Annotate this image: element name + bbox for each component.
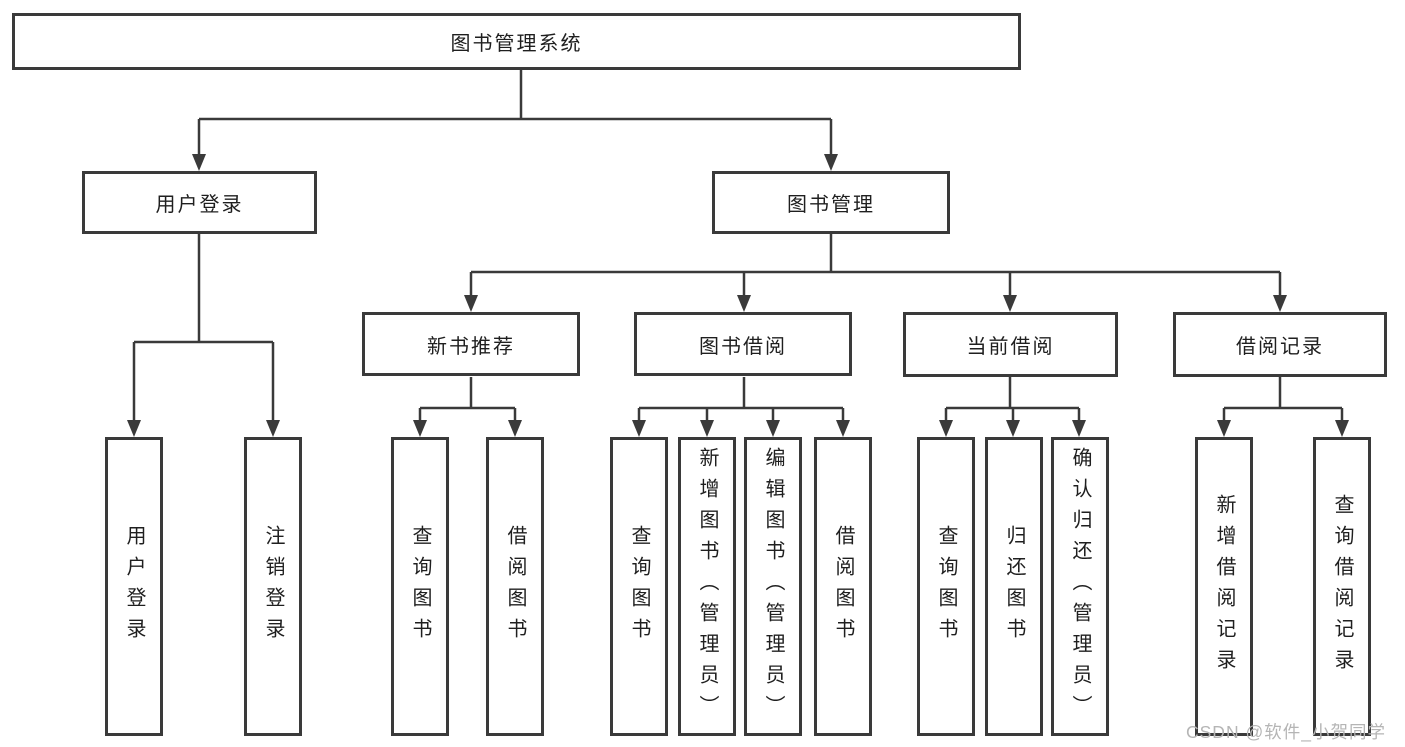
leaf-borrow-books-recommend: 借阅图书 xyxy=(486,437,544,736)
node-label: 图书借阅 xyxy=(699,335,787,358)
leaf-add-borrow-record: 新增借阅记录 xyxy=(1195,437,1253,736)
node-label: 图书管理 xyxy=(787,194,875,216)
leaf-label: 查询图书 xyxy=(409,524,431,649)
leaf-label: 新增图书（管理员） xyxy=(696,447,718,726)
node-book-management: 图书管理 xyxy=(712,171,950,234)
leaf-add-books-admin: 新增图书（管理员） xyxy=(678,437,736,736)
leaf-return-books: 归还图书 xyxy=(985,437,1043,736)
leaf-edit-books-admin: 编辑图书（管理员） xyxy=(744,437,802,736)
watermark: CSDN @软件_小贺同学 xyxy=(1186,722,1386,742)
leaf-label: 归还图书 xyxy=(1003,524,1025,649)
leaf-confirm-return-admin: 确认归还（管理员） xyxy=(1051,437,1109,736)
leaf-query-books-current: 查询图书 xyxy=(917,437,975,736)
leaf-label: 借阅图书 xyxy=(832,524,854,649)
leaf-query-books-recommend: 查询图书 xyxy=(391,437,449,736)
node-user-login: 用户登录 xyxy=(82,171,317,234)
leaf-user-login: 用户登录 xyxy=(105,437,163,736)
leaf-label: 新增借阅记录 xyxy=(1213,493,1235,680)
leaf-borrow-books: 借阅图书 xyxy=(814,437,872,736)
leaf-label: 用户登录 xyxy=(123,524,145,649)
node-book-borrow: 图书借阅 xyxy=(634,312,852,376)
node-label: 借阅记录 xyxy=(1236,336,1324,358)
node-label: 图书管理系统 xyxy=(450,33,583,55)
leaf-query-borrow-record: 查询借阅记录 xyxy=(1313,437,1371,736)
leaf-label: 编辑图书（管理员） xyxy=(762,447,784,726)
node-borrow-records: 借阅记录 xyxy=(1173,312,1387,377)
leaf-logout: 注销登录 xyxy=(244,437,302,736)
node-current-borrow: 当前借阅 xyxy=(903,312,1118,377)
leaf-label: 确认归还（管理员） xyxy=(1069,447,1091,726)
leaf-query-books-borrow: 查询图书 xyxy=(610,437,668,736)
node-label: 当前借阅 xyxy=(966,336,1055,358)
node-library-management-system: 图书管理系统 xyxy=(12,13,1021,70)
node-label: 用户登录 xyxy=(155,194,244,216)
leaf-label: 查询图书 xyxy=(935,524,957,649)
node-label: 新书推荐 xyxy=(427,335,515,358)
leaf-label: 借阅图书 xyxy=(504,524,526,649)
leaf-label: 查询借阅记录 xyxy=(1331,493,1353,680)
leaf-label: 查询图书 xyxy=(628,524,650,649)
node-new-book-recommend: 新书推荐 xyxy=(362,312,580,376)
leaf-label: 注销登录 xyxy=(262,524,284,649)
